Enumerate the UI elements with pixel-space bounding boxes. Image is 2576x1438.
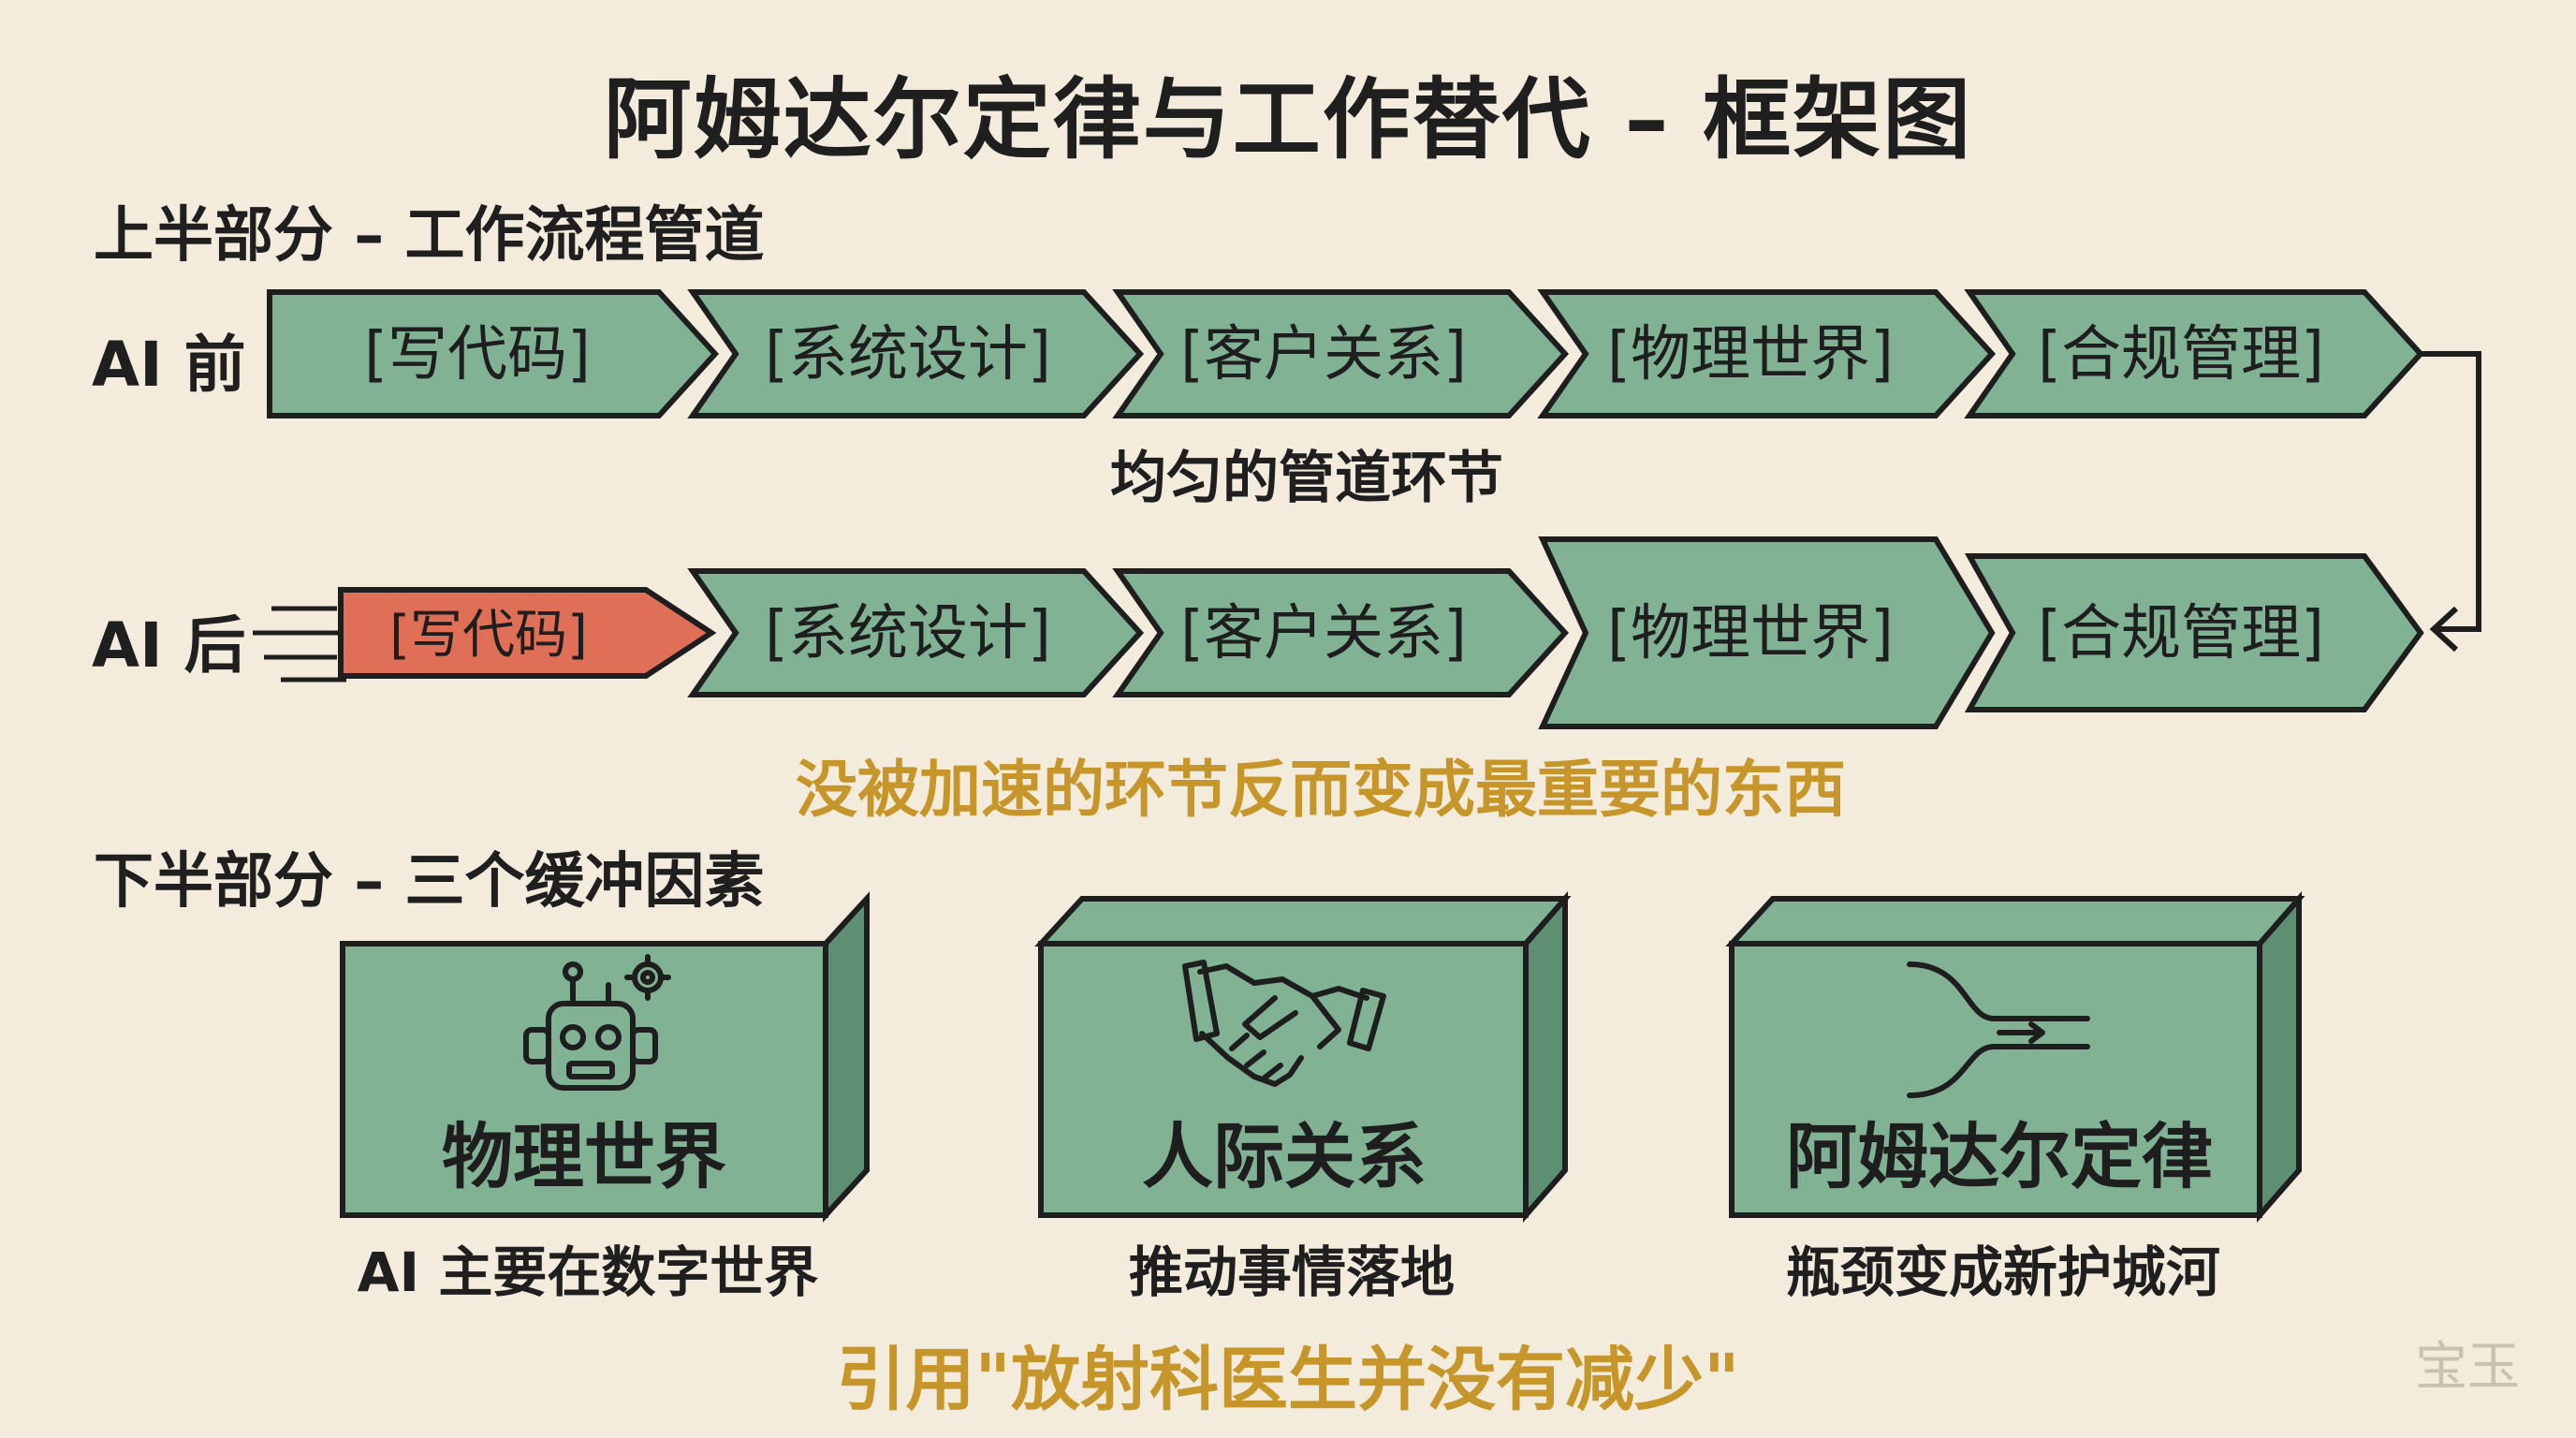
before-stage-3: [客户关系] [1112,289,1570,418]
after-stage-1-accelerated: [写代码] [338,587,717,679]
after-stage-2-label: [系统设计] [765,599,1051,668]
merge-arrow-icon [1907,961,2090,1098]
top-section-heading: 上半部分 – 工作流程管道 [94,201,765,271]
after-pipeline: [写代码] [系统设计] [客户关系] [物理世界] [合规管理] [253,536,2424,729]
before-stage-5-label: [合规管理] [2038,320,2324,389]
after-stage-2: [系统设计] [687,568,1145,697]
after-stage-5: [合规管理] [1964,553,2424,712]
factor-3-title: 阿姆达尔定律 [1786,1115,2213,1198]
factor-box-physical-world: 物理世界 [340,891,870,1223]
before-label: AI 前 [92,329,246,401]
after-stage-1-label: [写代码] [389,605,588,666]
bottom-section-heading: 下半部分 – 三个缓冲因素 [94,847,765,917]
before-caption: 均匀的管道环节 [1110,446,1503,511]
before-stage-2-label: [系统设计] [765,320,1051,389]
pipeline-connector-arrow [2421,351,2481,653]
after-stage-5-label: [合规管理] [2038,599,2324,668]
before-stage-4-label: [物理世界] [1607,320,1894,389]
before-pipeline: [写代码] [系统设计] [客户关系] [物理世界] [合规管理] [267,289,2425,418]
factor-2-title: 人际关系 [1142,1115,1427,1198]
after-stage-3-label: [客户关系] [1180,599,1467,668]
before-stage-5: [合规管理] [1964,289,2425,418]
watermark: 宝玉 [2415,1337,2520,1398]
factor-1-title: 物理世界 [442,1115,726,1198]
after-stage-4-label: [物理世界] [1607,599,1894,668]
before-stage-4: [物理世界] [1537,289,1997,418]
factor-1-subtitle: AI 主要在数字世界 [357,1240,819,1304]
handshake-icon [1182,960,1386,1087]
after-label: AI 后 [92,609,246,682]
factor-2-subtitle: 推动事情落地 [1128,1240,1455,1304]
speed-lines-icon [253,606,346,682]
after-stage-4-bottleneck: [物理世界] [1538,536,1996,729]
page-title: 阿姆达尔定律与工作替代 – 框架图 [603,69,1973,171]
after-caption: 没被加速的环节反而变成最重要的东西 [796,754,1846,826]
factor-3-subtitle: 瓶颈变成新护城河 [1785,1240,2220,1304]
factor-box-relationships: 人际关系 [1034,891,1572,1223]
before-stage-1: [写代码] [267,289,720,418]
before-stage-2: [系统设计] [687,289,1145,418]
before-stage-1-label: [写代码] [364,320,591,389]
robot-icon [523,954,671,1091]
quote-caption: 引用"放射科医生并没有减少" [836,1340,1740,1420]
before-stage-3-label: [客户关系] [1180,320,1467,389]
factor-box-amdahl: 阿姆达尔定律 [1725,891,2305,1223]
after-stage-3: [客户关系] [1112,568,1570,697]
